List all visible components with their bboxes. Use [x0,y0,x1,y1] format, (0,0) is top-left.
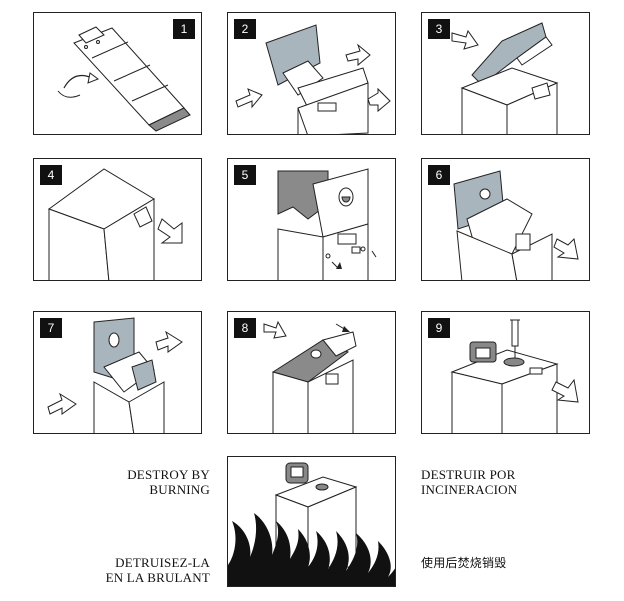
step-5-illustration [277,168,377,280]
step-3-panel: 3 [421,12,590,135]
step-9-panel: 9 [421,311,590,434]
spanish-caption-line2: INCINERACION [421,482,518,497]
step-7-illustration [47,317,183,433]
english-caption-line2: BURNING [149,482,210,497]
step-8-panel: 8 [227,311,396,434]
french-caption: DETRUISEZ-LA EN LA BRULANT [80,555,210,585]
step-3-badge: 3 [428,19,450,39]
step-5-badge: 5 [234,165,256,185]
step-5-panel: 5 [227,158,396,281]
step-8-badge: 8 [234,318,256,338]
french-caption-line1: DETRUISEZ-LA [115,555,210,570]
step-2-illustration [235,24,391,134]
step-4-panel: 4 [33,158,202,281]
step-7-badge: 7 [40,318,62,338]
spanish-caption-line1: DESTRUIR POR [421,467,516,482]
step-4-illustration [47,168,183,280]
step-1-panel: 1 [33,12,202,135]
chinese-caption: 使用后焚烧销毁 [421,556,507,570]
step-2-badge: 2 [234,19,256,39]
step-8-illustration [263,320,357,433]
step-9-badge: 9 [428,318,450,338]
step-7-panel: 7 [33,311,202,434]
burning-panel [227,456,396,587]
step-1-badge: 1 [173,19,195,39]
step-1-illustration [57,26,191,132]
step-4-badge: 4 [40,165,62,185]
english-caption-line1: DESTROY BY [127,467,210,482]
flames-icon [228,513,395,586]
burning-box-illustration [228,462,395,586]
step-2-panel: 2 [227,12,396,135]
spanish-caption: DESTRUIR POR INCINERACION [421,467,571,497]
step-6-illustration [453,170,579,280]
step-3-illustration [451,22,559,134]
french-caption-line2: EN LA BRULANT [105,570,210,585]
step-6-badge: 6 [428,165,450,185]
english-caption: DESTROY BY BURNING [96,467,210,497]
step-6-panel: 6 [421,158,590,281]
step-9-illustration [450,319,579,433]
